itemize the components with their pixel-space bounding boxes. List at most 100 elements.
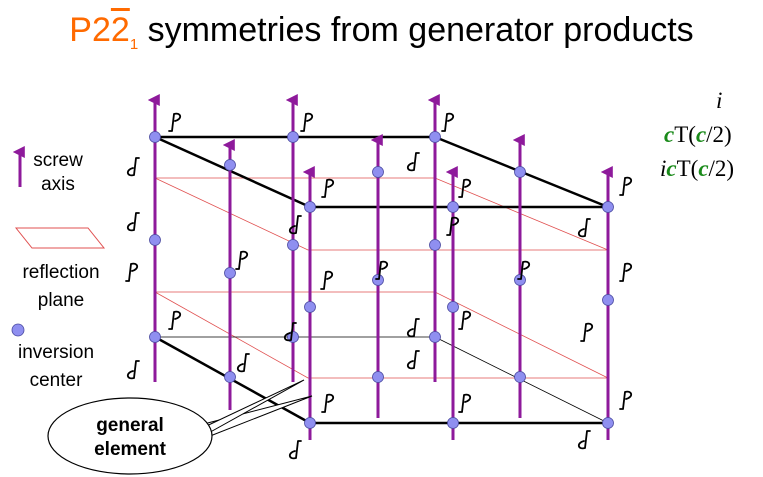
operation-glide-inversion: icT(c/2) [660,156,735,181]
inversion-center-17 [447,301,459,313]
general-element-motif-14 [375,260,389,280]
inversion-center-23 [372,371,384,383]
motif-stroke [458,310,472,330]
inversion-center-13 [224,267,236,279]
general-element-motif-31 [446,216,460,236]
general-element-motif-30 [577,430,591,450]
inversion-center-7 [304,201,316,213]
general-element-callout [47,379,313,475]
general-element-motif-15 [517,260,531,280]
motif-stroke [321,393,335,413]
motif-stroke [125,262,139,282]
general-element-motif-27 [458,393,472,413]
inversion-center-8 [447,201,459,213]
general-element-motifs [125,112,633,460]
general-element-motif-25 [406,350,420,370]
motif-stroke [446,216,460,236]
reflection-plane-1 [154,177,609,251]
general-element-motif-4 [126,157,140,177]
slide-title: P221 symmetries from generator products [0,0,763,60]
inversion-center-1 [149,131,161,143]
legend-screw-label-2: axis [41,174,75,195]
general-element-motif-29 [288,440,302,460]
motif-stroke [580,322,594,342]
motif-stroke [458,178,472,198]
motif-stroke [406,350,420,370]
inversion-center-2 [287,131,299,143]
motif-stroke [517,260,531,280]
motif-stroke [619,262,633,282]
general-element-motif-21 [458,310,472,330]
motif-stroke [577,430,591,450]
motif-stroke [235,250,249,270]
motif-stroke [321,178,335,198]
general-element-motif-7 [577,218,591,238]
inversion-center-5 [372,166,384,178]
motif-stroke [619,390,633,410]
general-element-motif-10 [458,178,472,198]
motif-stroke [406,152,420,172]
motif-stroke [320,270,334,290]
general-element-motif-8 [288,215,302,235]
inversion-center-24 [514,371,526,383]
inversion-center-26 [447,417,459,429]
motif-stroke [406,318,420,338]
general-element-motif-18 [283,322,297,342]
general-element-motif-12 [125,262,139,282]
inversion-center-19 [149,331,161,343]
general-element-motif-9 [321,178,335,198]
general-element-motif-6 [126,212,140,232]
legend-inversion-label-1: inversion [17,342,95,363]
inversion-center-14 [372,274,384,286]
inversion-center-10 [149,234,161,246]
callout-pointer-a [195,395,313,441]
motif-stroke [288,440,302,460]
inversion-centers [149,131,614,429]
inversion-center-12 [429,239,441,251]
general-element-motif-17 [168,310,182,330]
general-element-motif-24 [236,353,250,373]
callout-text: general element [94,415,166,460]
motif-stroke [300,112,314,132]
general-element-motif-5 [406,152,420,172]
inversion-center-27 [602,417,614,429]
general-element-motif-28 [619,390,633,410]
reflection-plane-2 [153,291,609,379]
motif-stroke [126,360,140,380]
general-element-motif-11 [619,176,633,196]
general-element-motif-22 [580,322,594,342]
operation-inversion: i [716,88,723,113]
inversion-center-6 [514,166,526,178]
legend-screw-label-1: screw [33,150,83,171]
motif-stroke [168,310,182,330]
motif-stroke [577,218,591,238]
callout-pointer-b [195,379,305,441]
general-element-motif-2 [300,112,314,132]
cell-edge-2 [154,135,311,209]
general-element-motif-26 [321,393,335,413]
inversion-center-15 [514,274,526,286]
motif-stroke [458,393,472,413]
inversion-center-21 [429,331,441,343]
motif-stroke [375,260,389,280]
inversion-center-3 [429,131,441,143]
general-element-motif-19 [406,318,420,338]
general-element-motif-13 [235,250,249,270]
legend-icons [11,146,106,337]
inversion-center-22 [224,371,236,383]
legend-reflection-plane-icon [14,227,106,249]
motif-stroke [168,112,182,132]
motif-stroke [619,176,633,196]
legend-reflection-label-2: plane [37,290,85,311]
motif-stroke [126,212,140,232]
callout-bubble [47,397,213,475]
legend-inversion-center-icon [11,323,25,337]
motif-stroke [236,353,250,373]
general-element-motif-3 [441,112,455,132]
motif-stroke [283,322,297,342]
legend-inversion-label-2: center [29,370,83,391]
motif-stroke [126,157,140,177]
general-element-motif-16 [619,262,633,282]
inversion-center-16 [304,301,316,313]
